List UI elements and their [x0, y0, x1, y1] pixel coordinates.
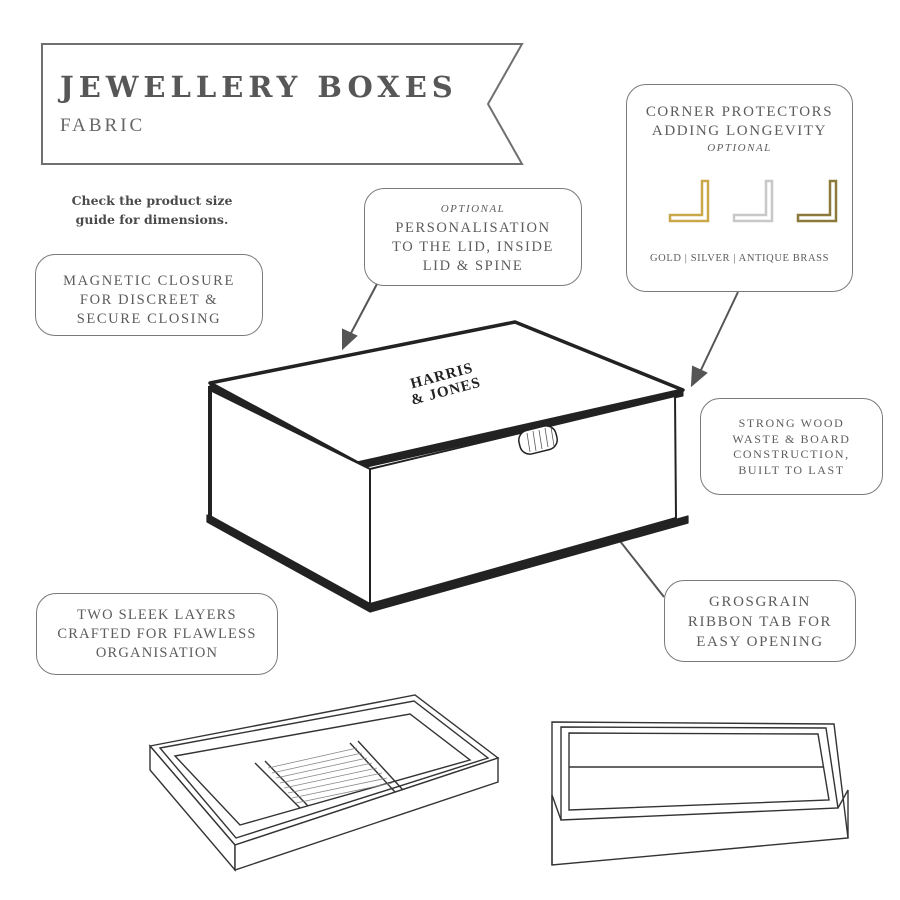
layers-line-3: ORGANISATION	[95, 645, 219, 661]
open-tray-illustration	[551, 721, 849, 866]
size-note-line-2: guide for dimensions.	[75, 212, 229, 227]
arrow-personalisation	[349, 281, 379, 336]
callout-corner-protectors: CORNER PROTECTORS ADDING LONGEVITY OPTIO…	[626, 84, 853, 292]
size-guide-note: Check the product size guide for dimensi…	[62, 191, 242, 229]
ribbon-line-3: EASY OPENING	[696, 634, 824, 650]
callout-two-layers: TWO SLEEK LAYERS CRAFTED FOR FLAWLESS OR…	[36, 593, 278, 675]
corners-line-2: ADDING LONGEVITY	[651, 123, 828, 139]
wood-line-3: CONSTRUCTION,	[733, 447, 850, 461]
ribbon-line-1: GROSGRAIN	[709, 594, 811, 610]
magnetic-line-1: MAGNETIC CLOSURE	[63, 273, 235, 289]
size-note-line-1: Check the product size	[71, 193, 233, 208]
arrow-corners	[699, 291, 739, 373]
antique-brass-corner-icon	[796, 179, 837, 223]
personalisation-line-2: TO THE LID, INSIDE	[392, 239, 554, 255]
personalisation-optional-label: OPTIONAL	[440, 203, 506, 215]
wood-line-1: STRONG WOOD	[738, 416, 845, 430]
jewellery-box-illustration	[206, 320, 689, 613]
corner-finishes-label: GOLD | SILVER | ANTIQUE BRASS	[649, 253, 830, 264]
personalisation-line-1: PERSONALISATION	[395, 220, 551, 236]
callout-wood-construction: STRONG WOOD WASTE & BOARD CONSTRUCTION, …	[700, 398, 883, 495]
page-subtitle: FABRIC	[60, 115, 146, 136]
magnetic-line-2: FOR DISCREET &	[79, 292, 219, 308]
gold-corner-icon	[668, 179, 709, 223]
silver-corner-icon	[732, 179, 773, 223]
personalisation-line-3: LID & SPINE	[422, 258, 524, 274]
page-title: JEWELLERY BOXES	[60, 70, 458, 104]
callout-personalisation: OPTIONAL PERSONALISATION TO THE LID, INS…	[364, 188, 582, 286]
title-banner	[41, 43, 524, 165]
callout-grosgrain-ribbon: GROSGRAIN RIBBON TAB FOR EASY OPENING	[664, 580, 856, 662]
corners-optional-label: OPTIONAL	[707, 142, 772, 154]
callout-magnetic-closure: MAGNETIC CLOSURE FOR DISCREET & SECURE C…	[35, 254, 263, 336]
arrow-personalisation-head	[342, 328, 358, 351]
corner-swatches	[668, 179, 837, 223]
corners-line-1: CORNER PROTECTORS	[645, 104, 834, 120]
wood-line-4: BUILT TO LAST	[738, 462, 845, 477]
compartment-tray-illustration	[148, 694, 500, 872]
layers-line-1: TWO SLEEK LAYERS	[77, 607, 237, 623]
arrow-corners-head	[690, 365, 708, 388]
magnetic-line-3: SECURE CLOSING	[76, 311, 222, 327]
ribbon-line-2: RIBBON TAB FOR	[687, 614, 833, 630]
layers-line-2: CRAFTED FOR FLAWLESS	[57, 626, 257, 642]
wood-line-2: WASTE & BOARD	[732, 431, 851, 446]
